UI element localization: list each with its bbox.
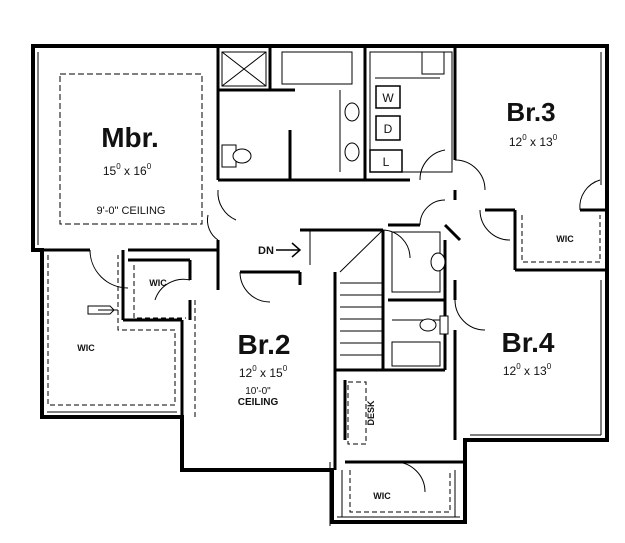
br4-dimensions: 120 x 130 <box>503 362 552 378</box>
door-swings <box>89 149 601 493</box>
dryer-box <box>375 115 401 141</box>
br3-room-name: Br.3 <box>506 97 555 127</box>
br2-ceiling-label: CEILING <box>238 397 279 408</box>
stair-treads <box>309 229 384 356</box>
br2-ceiling-height: 10'-0" <box>245 386 271 397</box>
fixtures <box>87 102 449 335</box>
br4-room-name: Br.4 <box>502 327 555 358</box>
cabinetry-lines <box>221 51 456 526</box>
laundry-appliances <box>369 85 403 173</box>
down-arrow <box>276 242 302 258</box>
closet-shelves <box>47 215 601 513</box>
washer-label: W <box>382 91 394 105</box>
br2-dimensions: 120 x 150 <box>239 364 288 380</box>
mbr-dimensions: 150 x 160 <box>103 162 152 178</box>
dryer-label: D <box>384 122 393 136</box>
linen-box <box>369 149 403 173</box>
linen-label: L <box>383 155 390 169</box>
stair-wic-label: WIC <box>373 491 391 501</box>
br3-dimensions: 120 x 130 <box>509 133 558 149</box>
desk-label: DESK <box>366 400 376 426</box>
washer-box <box>375 85 401 109</box>
exterior-wall-inner-lines <box>37 52 602 518</box>
br3-wic-label: WIC <box>556 234 574 244</box>
mbr-room-name: Mbr. <box>101 122 159 153</box>
stair-down-label: DN <box>258 245 274 257</box>
mbr-wic-label: WIC <box>77 343 95 353</box>
br2-room-name: Br.2 <box>238 329 291 360</box>
tray-ceiling-outline <box>59 73 203 225</box>
interior-walls <box>33 46 607 470</box>
desk-outline <box>347 381 367 445</box>
mbr-ceiling-note: 9'-0" CEILING <box>97 205 166 217</box>
br2-wic-label: WIC <box>149 278 167 288</box>
